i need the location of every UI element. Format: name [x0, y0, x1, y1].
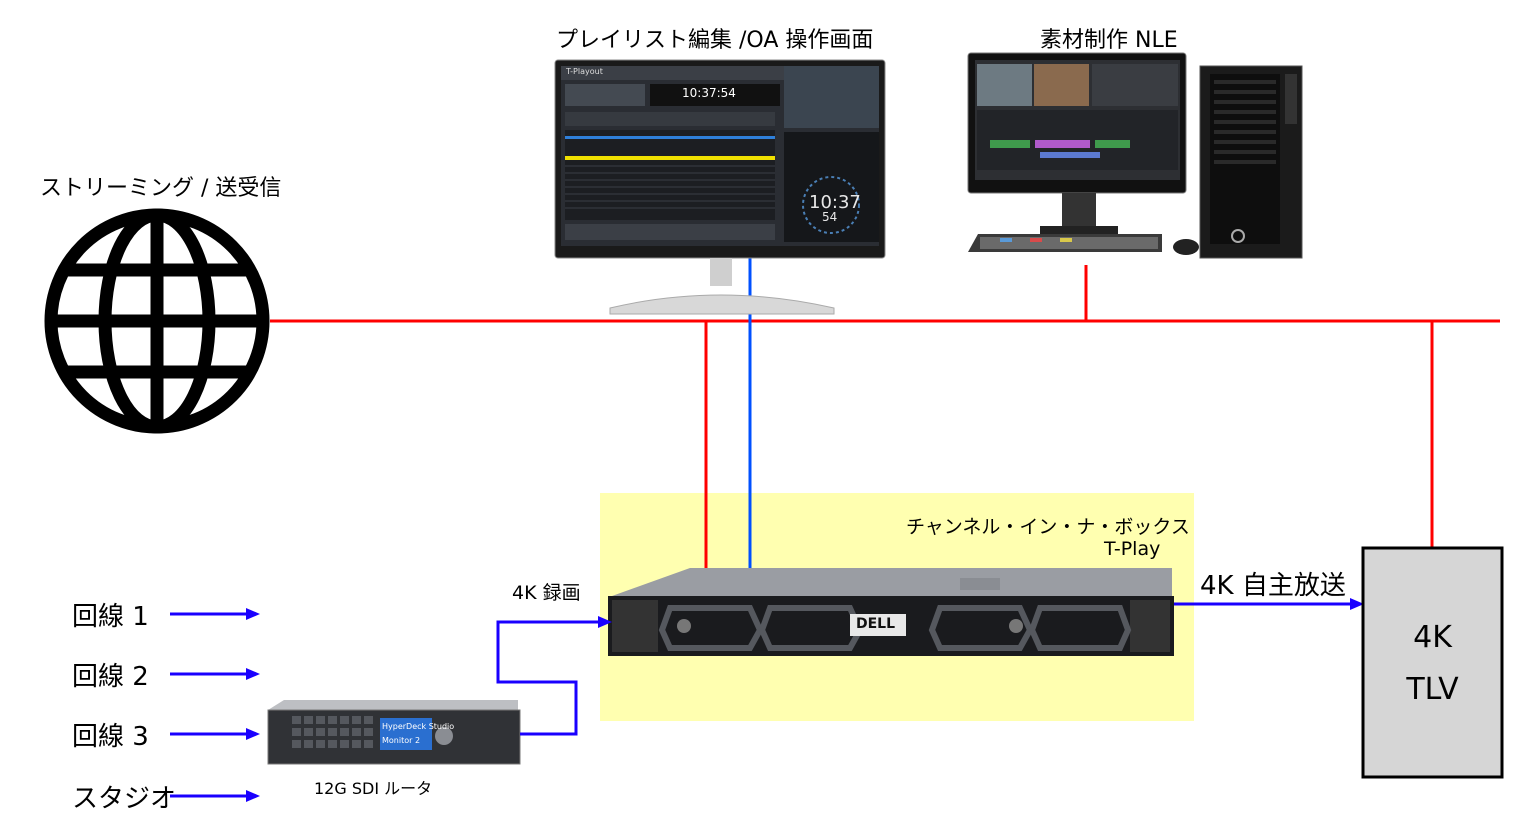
- t-play-label: T-Play: [1104, 538, 1161, 560]
- channel-in-a-box-label: チャンネル・イン・ナ・ボックス: [906, 516, 1190, 538]
- broadcast-label: 4K 自主放送: [1200, 571, 1346, 601]
- dell-server: [608, 568, 1174, 656]
- input-line1-label: 回線 1: [72, 602, 149, 632]
- playout-monitor: [554, 59, 886, 315]
- input-line2-label: 回線 2: [72, 662, 149, 692]
- tlv-box-line1: 4K: [1413, 620, 1452, 655]
- input-line3-label: 回線 3: [72, 722, 149, 752]
- router-display-line2: Monitor 2: [382, 736, 421, 745]
- playlist-screen-label: プレイリスト編集 /OA 操作画面: [556, 28, 874, 53]
- server-brand-logo: DELL: [856, 616, 896, 632]
- router-label: 12G SDI ルータ: [314, 779, 433, 798]
- recording-signal-path: [496, 620, 600, 736]
- sdi-router: [267, 700, 521, 765]
- globe-icon: [44, 208, 270, 434]
- streaming-label: ストリーミング / 送受信: [40, 176, 282, 201]
- studio-label: スタジオ: [72, 784, 177, 814]
- input-arrowheads: [246, 608, 260, 802]
- recording-label: 4K 録画: [512, 582, 581, 604]
- router-display-line1: HyperDeck Studio: [382, 722, 455, 731]
- tlv-box: [1361, 546, 1504, 779]
- network-lines: [270, 265, 1500, 580]
- nle-label: 素材制作 NLE: [1040, 28, 1178, 53]
- tlv-box-line2: TLV: [1406, 672, 1459, 707]
- nle-workstation: [967, 52, 1303, 259]
- playout-clock: 10:37:54: [682, 86, 736, 100]
- big-clock-seconds: 54: [822, 210, 838, 224]
- big-clock-time: 10:37: [809, 192, 861, 213]
- broadcast-arrowhead: [1350, 598, 1364, 610]
- recording-arrowhead: [598, 616, 612, 628]
- playout-app-title: T-Playout: [566, 67, 603, 76]
- input-arrows: [170, 612, 248, 798]
